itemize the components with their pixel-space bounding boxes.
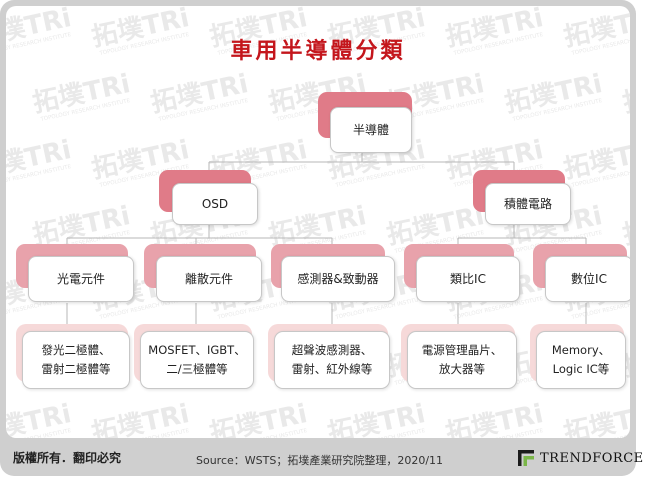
leaf-line: 雷射二極體等: [41, 362, 111, 376]
analog-ic-examples: 電源管理晶片、放大器等: [407, 331, 517, 389]
optoelectronic-examples: 發光二極體、雷射二極體等: [22, 331, 130, 389]
osd-node-label: OSD: [172, 183, 258, 225]
discrete-examples: MOSFET、IGBT、二/三極體等: [140, 331, 254, 389]
footer-bar: 版權所有．翻印必究 Source：WSTS；拓墣產業研究院整理，2020/11 …: [0, 438, 643, 476]
discrete-node-label: 離散元件: [156, 256, 262, 302]
brand-name: TRENDFORCE: [540, 450, 644, 466]
leaf-line: 放大器等: [439, 362, 485, 376]
source-note: Source：WSTS；拓墣產業研究院整理，2020/11: [196, 454, 444, 467]
sensor-actuator-examples: 超聲波感測器、雷射、紅外線等: [274, 331, 390, 389]
leaf-line: 二/三極體等: [166, 362, 228, 376]
digital-ic-examples: Memory、 Logic IC等: [536, 331, 626, 389]
analog-ic-node-label: 類比IC: [416, 256, 520, 302]
optoelectronic-node-label: 光電元件: [28, 256, 134, 302]
leaf-line: MOSFET、IGBT、: [148, 343, 246, 357]
copyright-notice: 版權所有．翻印必究: [13, 451, 122, 465]
trendforce-mark-icon: [516, 448, 536, 468]
leaf-line: 超聲波感測器、: [291, 343, 373, 357]
leaf-line: 發光二極體、: [41, 343, 111, 357]
ic-node-label: 積體電路: [485, 183, 571, 225]
leaf-line: Memory、: [551, 343, 611, 357]
diagram-title: 車用半導體分類: [230, 38, 406, 64]
digital-ic-node-label: 數位IC: [545, 256, 630, 302]
leaf-line: Logic IC等: [552, 362, 610, 376]
trendforce-logo: TRENDFORCE: [516, 447, 644, 469]
root-node-label: 半導體: [330, 107, 412, 153]
leaf-line: 電源管理晶片、: [421, 343, 503, 357]
sensor-actuator-node-label: 感測器&致動器: [281, 256, 395, 302]
leaf-line: 雷射、紅外線等: [291, 362, 373, 376]
